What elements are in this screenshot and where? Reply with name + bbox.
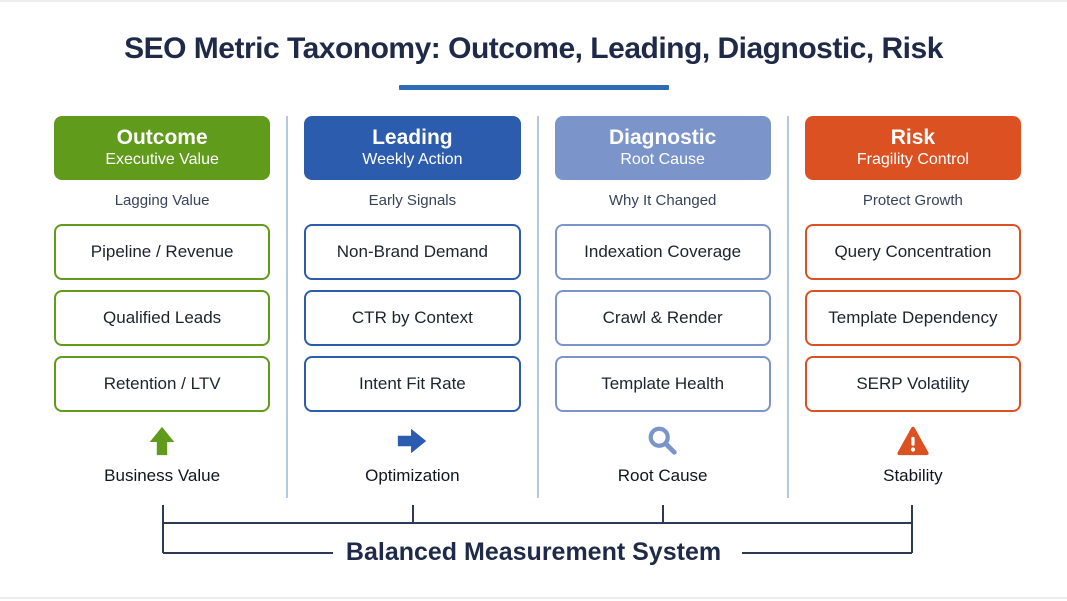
column-leading: Leading Weekly Action Early Signals Non-… [288, 116, 539, 498]
column-footer-label: Business Value [104, 466, 221, 485]
metric-box: SERP Volatility [804, 356, 1021, 412]
column-header-title: Risk [890, 126, 936, 149]
column-header: Risk Fragility Control [804, 116, 1021, 180]
column-header: Outcome Executive Value [54, 116, 271, 180]
up-arrow-icon [54, 422, 270, 460]
column-header-title: Leading [372, 126, 453, 149]
title-underline [398, 85, 669, 90]
metric-box: Retention / LTV [54, 356, 271, 412]
metric-box: Template Dependency [804, 290, 1021, 346]
metric-box: Pipeline / Revenue [54, 224, 271, 280]
column-risk: Risk Fragility Control Protect Growth Qu… [789, 116, 1037, 498]
metric-box: Intent Fit Rate [304, 356, 521, 412]
metric-box: Indexation Coverage [554, 224, 771, 280]
metric-box-list: Indexation Coverage Crawl & Render Templ… [554, 224, 771, 412]
column-header-title: Outcome [116, 126, 208, 149]
column-header-subtitle: Root Cause [620, 151, 705, 168]
right-arrow-icon [304, 422, 520, 460]
column-sublabel: Why It Changed [608, 192, 717, 209]
column-header: Diagnostic Root Cause [554, 116, 771, 180]
column-sublabel: Protect Growth [862, 192, 963, 209]
metric-box-list: Non-Brand Demand CTR by Context Intent F… [304, 224, 521, 412]
metric-box: Qualified Leads [54, 290, 271, 346]
warning-icon [805, 422, 1021, 460]
column-sublabel: Lagging Value [114, 192, 210, 209]
column-footer-label: Stability [883, 466, 943, 485]
metric-box: Non-Brand Demand [304, 224, 521, 280]
column-header-title: Diagnostic [608, 126, 717, 149]
column-sublabel: Early Signals [368, 192, 457, 209]
footer-title: Balanced Measurement System [345, 538, 722, 566]
metric-box-list: Pipeline / Revenue Qualified Leads Reten… [54, 224, 271, 412]
column-diagnostic: Diagnostic Root Cause Why It Changed Ind… [539, 116, 789, 498]
columns-row: Outcome Executive Value Lagging Value Pi… [38, 116, 1037, 498]
metric-box: Query Concentration [804, 224, 1021, 280]
column-footer-label: Optimization [365, 466, 460, 485]
column-header-subtitle: Executive Value [105, 151, 219, 168]
page-title: SEO Metric Taxonomy: Outcome, Leading, D… [124, 32, 943, 65]
metric-box: CTR by Context [304, 290, 521, 346]
column-header: Leading Weekly Action [304, 116, 521, 180]
column-header-subtitle: Weekly Action [362, 151, 463, 168]
column-footer-label: Root Cause [617, 466, 708, 485]
metric-box-list: Query Concentration Template Dependency … [804, 224, 1021, 412]
metric-box: Crawl & Render [554, 290, 771, 346]
metric-box: Template Health [554, 356, 771, 412]
column-header-subtitle: Fragility Control [856, 151, 969, 168]
search-icon [555, 422, 771, 460]
column-outcome: Outcome Executive Value Lagging Value Pi… [38, 116, 289, 498]
